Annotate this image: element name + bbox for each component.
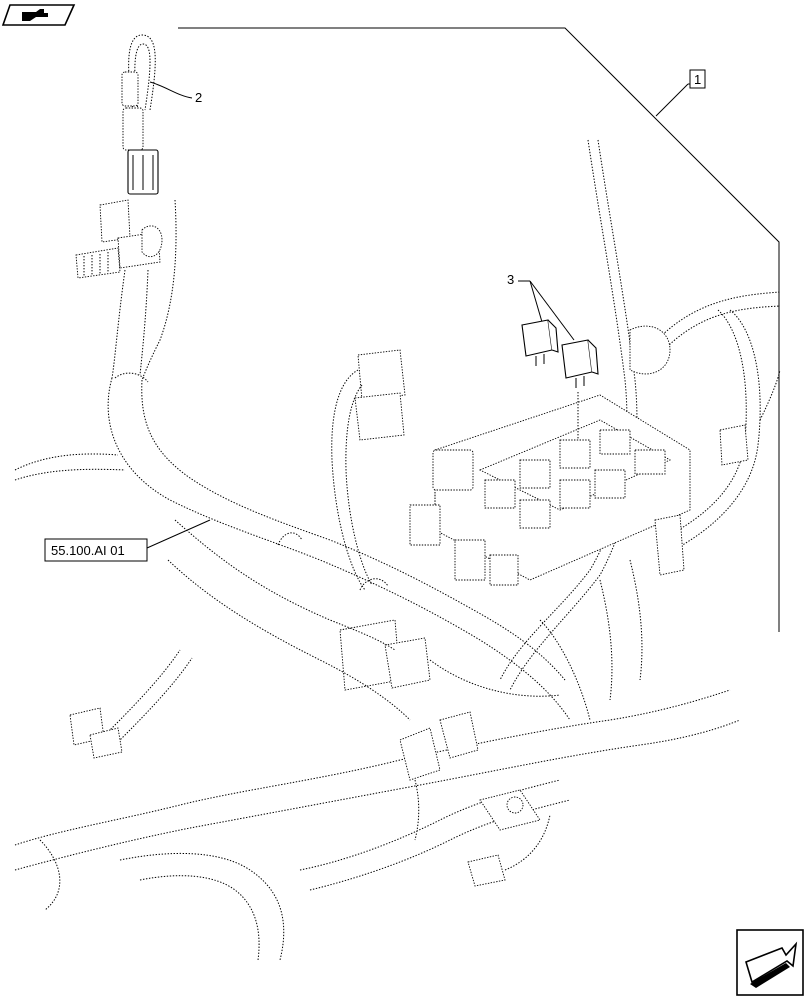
callout-2: 2 xyxy=(149,81,202,105)
callout-3: 3 xyxy=(507,272,575,341)
callout-1-label: 1 xyxy=(694,72,701,87)
next-page-arrow-icon[interactable] xyxy=(736,929,804,996)
callout-1: 1 xyxy=(178,27,780,632)
relay-left xyxy=(521,319,559,366)
section-reference-label: 55.100.AI 01 xyxy=(51,543,125,558)
harness-drawing xyxy=(14,34,781,961)
callout-2-label: 2 xyxy=(195,90,202,105)
callout-3-label: 3 xyxy=(507,272,514,287)
book-arrow-icon xyxy=(1,4,76,26)
relay-right xyxy=(561,339,599,388)
section-reference[interactable]: 55.100.AI 01 xyxy=(44,519,211,562)
